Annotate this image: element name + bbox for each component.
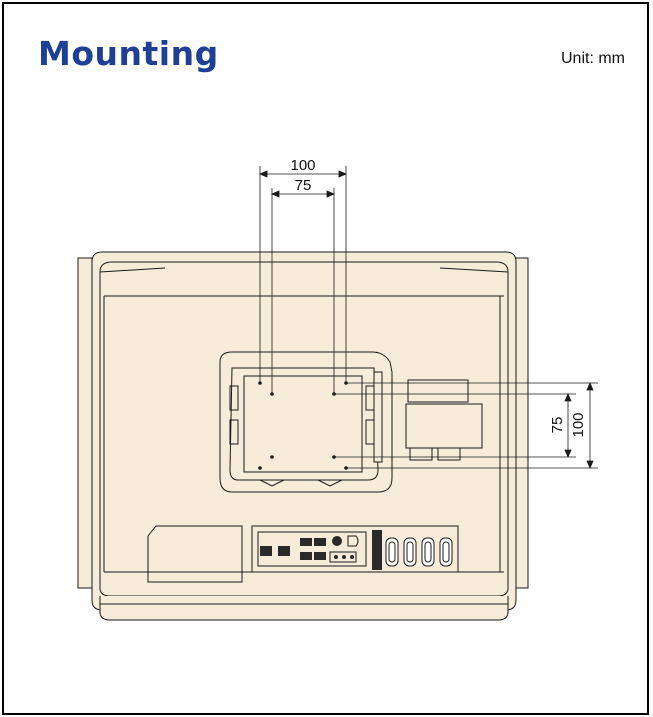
lan-ports bbox=[260, 546, 290, 556]
device-inner-outline bbox=[99, 261, 509, 597]
dim-label-vertical-75: 75 bbox=[549, 417, 566, 434]
dim-label-vertical-100: 100 bbox=[570, 412, 587, 437]
page-title: Mounting bbox=[38, 34, 219, 73]
device-left-rail bbox=[77, 257, 93, 589]
vesa-hole-75-bottom-left bbox=[270, 455, 274, 459]
bottom-left-cover bbox=[147, 525, 243, 583]
dim-label-horizontal-100: 100 bbox=[290, 157, 315, 174]
power-jack bbox=[332, 536, 342, 546]
dimension-lines bbox=[258, 166, 598, 470]
device-back-view bbox=[77, 251, 529, 621]
usb-ports bbox=[300, 538, 326, 560]
right-connector-block-top bbox=[407, 379, 469, 403]
right-connector-block bbox=[405, 403, 483, 449]
device-base bbox=[99, 596, 509, 621]
vesa-hole-100-bottom-left bbox=[258, 466, 262, 470]
dim-label-horizontal-75: 75 bbox=[295, 177, 312, 194]
unit-label: Unit: mm bbox=[561, 50, 625, 67]
com-ports bbox=[385, 537, 453, 567]
